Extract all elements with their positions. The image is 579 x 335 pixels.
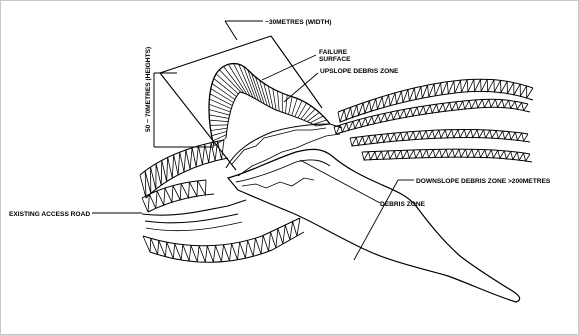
failure-surface-label-2: SURFACE — [319, 56, 351, 63]
debris-zone-label: DEBRIS ZONE — [380, 201, 426, 208]
downslope-debris-label: DOWNSLOPE DEBRIS ZONE >200METRES — [416, 178, 551, 185]
failure-surface-label-1: FAILURE — [319, 49, 348, 56]
access-road-label: EXISTING ACCESS ROAD — [9, 211, 90, 218]
height-label: 50 ~ 70METRES (HEIGHTS) — [145, 47, 152, 132]
width-label: ~30METRES (WIDTH) — [265, 19, 332, 26]
upslope-debris-label: UPSLOPE DEBRIS ZONE — [320, 68, 399, 75]
